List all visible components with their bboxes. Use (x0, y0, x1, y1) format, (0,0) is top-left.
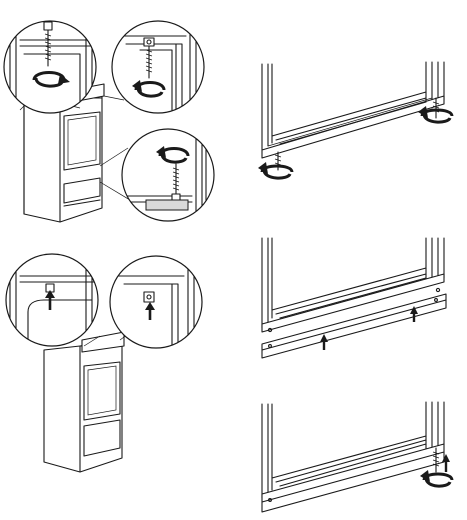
door-bottom-diagram-2 (262, 238, 446, 358)
up-arrow-icon (442, 454, 450, 472)
cabinet-diagram-bottom (40, 328, 136, 472)
magnify-circle-2 (112, 20, 204, 120)
door-bottom-diagram-3 (262, 402, 452, 512)
magnify-circle-3 (120, 128, 214, 230)
door-bottom-diagram-1 (258, 62, 452, 178)
magnify-circle-4 (6, 250, 98, 350)
